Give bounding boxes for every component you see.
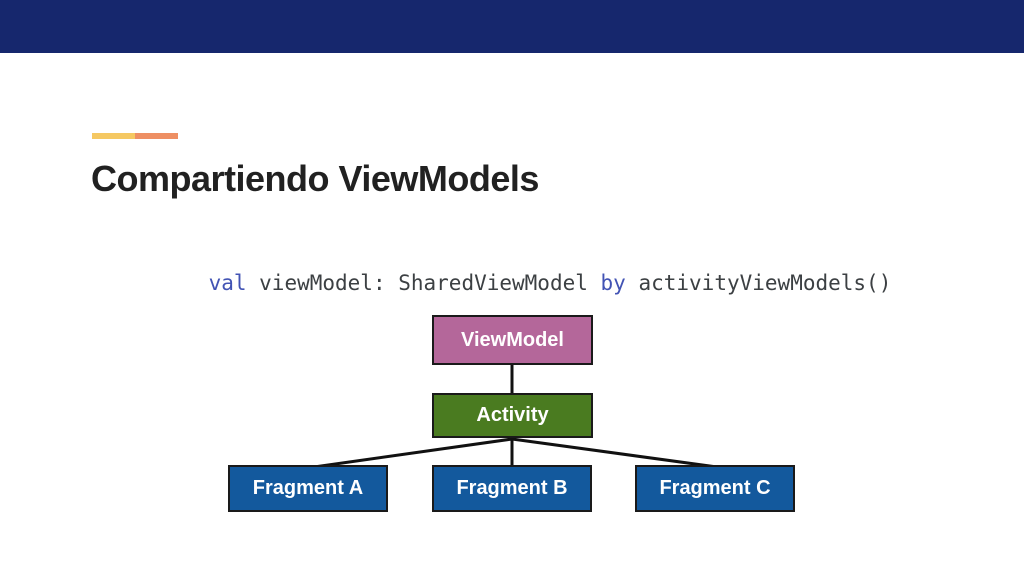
code-snippet: val viewModel: SharedViewModel by activi… [158, 243, 892, 324]
diagram-node-viewmodel: ViewModel [432, 315, 593, 365]
diagram-node-fragment-b: Fragment B [432, 465, 592, 512]
code-keyword-by: by [600, 271, 626, 295]
code-text-delegate-call: activityViewModels() [625, 271, 892, 295]
slide-title: Compartiendo ViewModels [91, 158, 539, 199]
diagram-node-activity: Activity [432, 393, 593, 438]
diagram-node-fragment-a: Fragment A [228, 465, 388, 512]
diagram-node-fragment-c: Fragment C [635, 465, 795, 512]
title-accent-dashes [92, 133, 178, 139]
connector-activity-fragment-c [511, 437, 718, 469]
connector-activity-fragment-a [313, 437, 513, 469]
code-keyword-val: val [208, 271, 247, 295]
code-text-declaration: viewModel: SharedViewModel [246, 271, 601, 295]
accent-dash-yellow [92, 133, 135, 139]
slide-header-bar [0, 0, 1024, 53]
accent-dash-orange [135, 133, 178, 139]
